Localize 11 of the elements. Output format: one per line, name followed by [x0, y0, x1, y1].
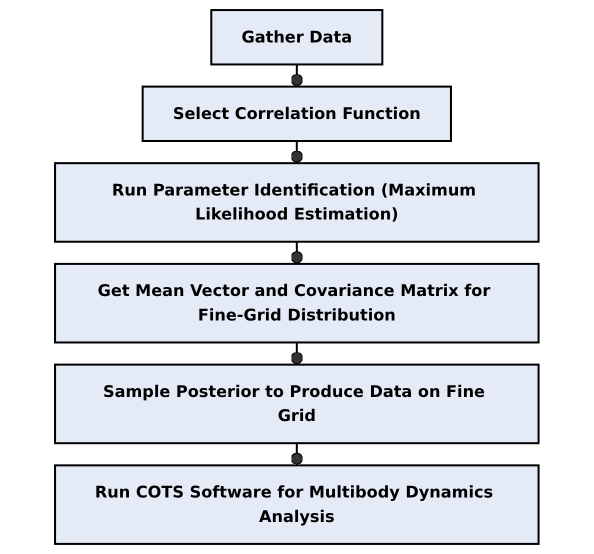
- connector: [290, 141, 304, 164]
- node-box: Run COTS Software for Multibody Dynamics Analysis: [54, 464, 540, 545]
- connector: [290, 64, 304, 87]
- node-box: Sample Posterior to Produce Data on Fine Grid: [54, 364, 540, 444]
- node-box: Run Parameter Identification (Maximum Likelihood Estimation): [54, 162, 540, 243]
- node-box: Get Mean Vector and Covariance Matrix for Fine-Grid Distribution: [54, 262, 540, 344]
- connector: [290, 342, 304, 365]
- node-box: Gather Data: [210, 9, 384, 66]
- node-box: Select Correlation Function: [142, 86, 452, 142]
- connector: [290, 443, 304, 466]
- connector: [290, 242, 304, 264]
